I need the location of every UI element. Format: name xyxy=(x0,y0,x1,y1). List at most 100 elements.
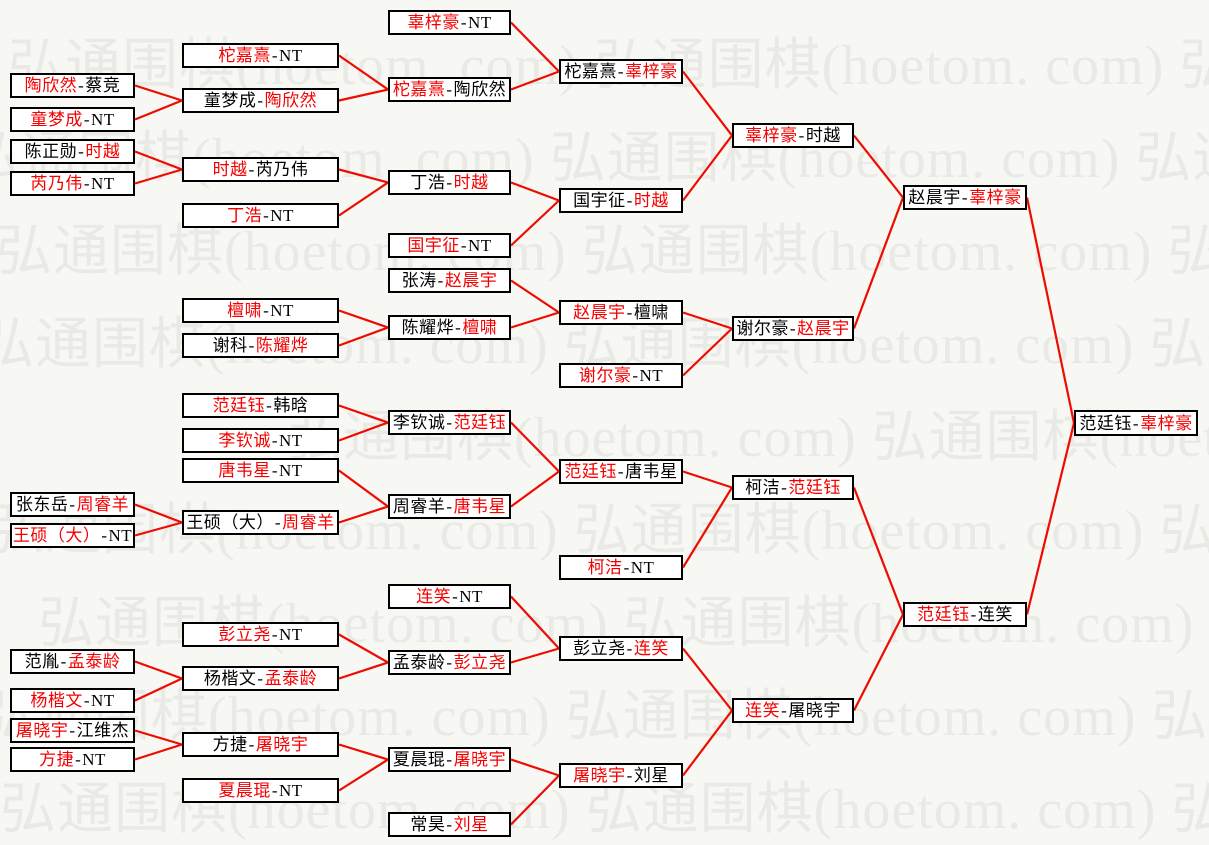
player-left: 方捷 xyxy=(39,750,75,769)
player-left: 王硕（大） xyxy=(12,526,101,545)
player-left: 彭立尧 xyxy=(218,625,271,644)
match-box-round3: 辜梓豪-NT xyxy=(388,10,511,35)
player-right: 陶欣然 xyxy=(264,91,318,110)
player-right: 周睿羊 xyxy=(76,495,130,514)
bracket-connector-line xyxy=(682,470,733,489)
separator: - xyxy=(789,319,797,338)
separator: - xyxy=(460,236,467,255)
bracket-connector-line xyxy=(338,309,389,329)
player-left: 童梦成 xyxy=(203,91,257,110)
bracket-connector-line xyxy=(134,503,183,524)
bracket-connector-line xyxy=(338,168,389,184)
player-left: 童梦成 xyxy=(30,110,83,129)
bracket-connector-line xyxy=(510,279,560,314)
player-left: 孟泰龄 xyxy=(392,653,446,672)
bracket-connector-line xyxy=(682,486,733,569)
bracket-connector-line xyxy=(510,470,560,508)
separator: - xyxy=(69,495,76,514)
bracket-connector-line xyxy=(134,729,183,746)
player-left: 柯洁 xyxy=(745,478,781,497)
player-left: 屠晓宇 xyxy=(15,721,69,740)
player-left: 檀啸 xyxy=(227,301,263,320)
match-box-round2: 童梦成-陶欣然 xyxy=(182,88,339,113)
match-box-round1: 陈正勋-时越 xyxy=(10,139,135,164)
player-right: 韩晗 xyxy=(273,396,309,415)
separator: - xyxy=(257,91,264,110)
match-box-round2: 方捷-屠晓宇 xyxy=(182,732,339,757)
match-box-round6: 赵晨宇-辜梓豪 xyxy=(903,185,1027,210)
player-right: 屠晓宇 xyxy=(788,701,841,720)
player-right: 辜梓豪 xyxy=(625,62,678,81)
separator: - xyxy=(626,639,633,658)
match-box-round2: 李钦诚-NT xyxy=(182,428,339,453)
player-right: 芮乃伟 xyxy=(255,160,309,179)
player-left: 辜梓豪 xyxy=(407,13,460,32)
match-box-round4: 赵晨宇-檀啸 xyxy=(559,300,683,325)
bracket-connector-line xyxy=(1025,422,1076,615)
match-box-round3: 连笑-NT xyxy=(388,584,511,609)
player-right: 唐韦星 xyxy=(625,462,678,481)
match-box-round1: 屠晓宇-江维杰 xyxy=(10,718,135,743)
match-box-round2: 谢科-陈耀烨 xyxy=(182,333,339,358)
player-left: 赵晨宇 xyxy=(573,303,626,322)
bracket-connector-line xyxy=(338,505,389,524)
bracket-connector-line xyxy=(682,134,733,202)
player-left: 范廷钰 xyxy=(1079,413,1132,433)
separator: - xyxy=(626,766,633,785)
player-right: 屠晓宇 xyxy=(255,735,309,754)
separator: - xyxy=(60,652,67,671)
player-left: 国宇征 xyxy=(573,191,626,210)
player-right: 范廷钰 xyxy=(788,478,841,497)
player-left: 范廷钰 xyxy=(564,462,617,481)
player-right: NT xyxy=(270,206,294,225)
player-right: 赵晨宇 xyxy=(444,271,498,290)
player-right: 时越 xyxy=(85,142,121,161)
separator: - xyxy=(961,188,969,207)
separator: - xyxy=(83,174,90,193)
bracket-connector-line xyxy=(510,647,560,664)
match-box-round5: 辜梓豪-时越 xyxy=(732,123,854,148)
match-box-round1: 杨楷文-NT xyxy=(10,688,135,713)
player-right: 连笑 xyxy=(977,605,1013,624)
player-left: 芮乃伟 xyxy=(30,174,83,193)
separator: - xyxy=(271,461,278,480)
match-box-round4: 屠晓宇-刘星 xyxy=(559,763,683,788)
separator: - xyxy=(617,62,625,81)
player-right: NT xyxy=(279,431,303,450)
separator: - xyxy=(78,76,85,95)
player-left: 谢科 xyxy=(212,336,248,355)
bracket-connector-line xyxy=(1025,197,1076,424)
separator: - xyxy=(798,126,805,145)
separator: - xyxy=(271,46,278,65)
separator: - xyxy=(78,142,85,161)
separator: - xyxy=(271,625,278,644)
player-left: 谢尔豪 xyxy=(578,366,632,385)
bracket-connector-line xyxy=(682,647,733,712)
bracket-connector-line xyxy=(682,709,733,777)
separator: - xyxy=(266,396,273,415)
match-box-round1: 陶欣然-蔡竞 xyxy=(10,73,135,98)
match-box-round3: 孟泰龄-彭立尧 xyxy=(388,650,511,675)
separator: - xyxy=(446,173,453,192)
separator: - xyxy=(970,605,977,624)
player-right: 陈耀烨 xyxy=(255,336,309,355)
player-right: 屠晓宇 xyxy=(453,750,507,769)
bracket-connector-line xyxy=(134,677,183,702)
separator: - xyxy=(446,413,453,432)
player-right: NT xyxy=(82,750,106,769)
match-box-round2: 彭立尧-NT xyxy=(182,622,339,647)
player-right: 蔡竞 xyxy=(85,76,121,95)
separator: - xyxy=(274,513,282,532)
player-right: 时越 xyxy=(633,191,669,210)
separator: - xyxy=(452,587,459,606)
separator: - xyxy=(781,701,788,720)
bracket-connector-line xyxy=(853,134,904,199)
match-box-round2: 时越-芮乃伟 xyxy=(182,157,339,182)
player-right: NT xyxy=(91,110,115,129)
player-right: 周睿羊 xyxy=(282,513,335,532)
bracket-connector-line xyxy=(682,70,733,137)
player-right: 刘星 xyxy=(633,766,669,785)
player-right: 范廷钰 xyxy=(453,413,507,432)
separator: - xyxy=(263,206,270,225)
